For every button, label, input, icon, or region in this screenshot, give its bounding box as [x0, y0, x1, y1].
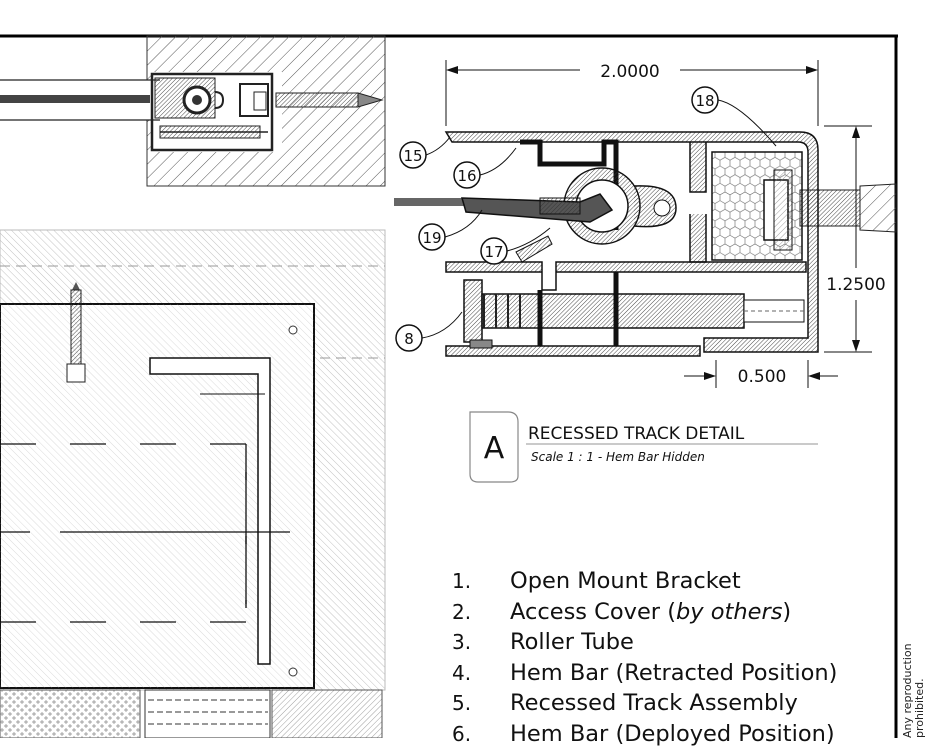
- dimension-width-label: 2.0000: [600, 62, 659, 82]
- list-item: 4.Hem Bar (Retracted Position): [444, 658, 914, 689]
- svg-text:18: 18: [695, 92, 714, 110]
- parts-list: 1.Open Mount Bracket 2.Access Cover (by …: [444, 566, 914, 749]
- list-item: 6.Hem Bar (Deployed Position): [444, 719, 914, 749]
- callout-15: 15: [400, 137, 450, 168]
- detail-scale: Scale 1 : 1 - Hem Bar Hidden: [531, 450, 705, 464]
- dimension-width: 2.0000: [446, 60, 818, 126]
- list-item: 5.Recessed Track Assembly: [444, 688, 914, 719]
- callout-19: 19: [419, 210, 482, 250]
- dimension-offset: 0.500: [684, 360, 838, 388]
- svg-text:19: 19: [422, 229, 441, 247]
- svg-text:17: 17: [484, 243, 503, 261]
- detail-label: A RECESSED TRACK DETAIL Scale 1 : 1 - He…: [470, 412, 818, 482]
- svg-text:15: 15: [403, 147, 422, 165]
- side-note: Any reproduction prohibited.: [902, 643, 926, 738]
- list-item: 1.Open Mount Bracket: [444, 566, 914, 597]
- list-item: 2.Access Cover (by others): [444, 597, 914, 628]
- callout-16: 16: [454, 148, 516, 188]
- detail-letter: A: [484, 431, 505, 466]
- list-item: 3.Roller Tube: [444, 627, 914, 658]
- svg-text:16: 16: [457, 167, 476, 185]
- dimension-height-label: 1.2500: [826, 275, 885, 295]
- svg-text:8: 8: [404, 330, 414, 348]
- callout-8: 8: [396, 312, 462, 351]
- dimension-height: 1.2500: [824, 126, 886, 352]
- plan-view: [0, 230, 385, 738]
- dimension-offset-label: 0.500: [738, 367, 787, 387]
- screw-icon: [276, 93, 382, 107]
- top-track-view: [0, 36, 385, 186]
- detail-title: RECESSED TRACK DETAIL: [528, 424, 745, 444]
